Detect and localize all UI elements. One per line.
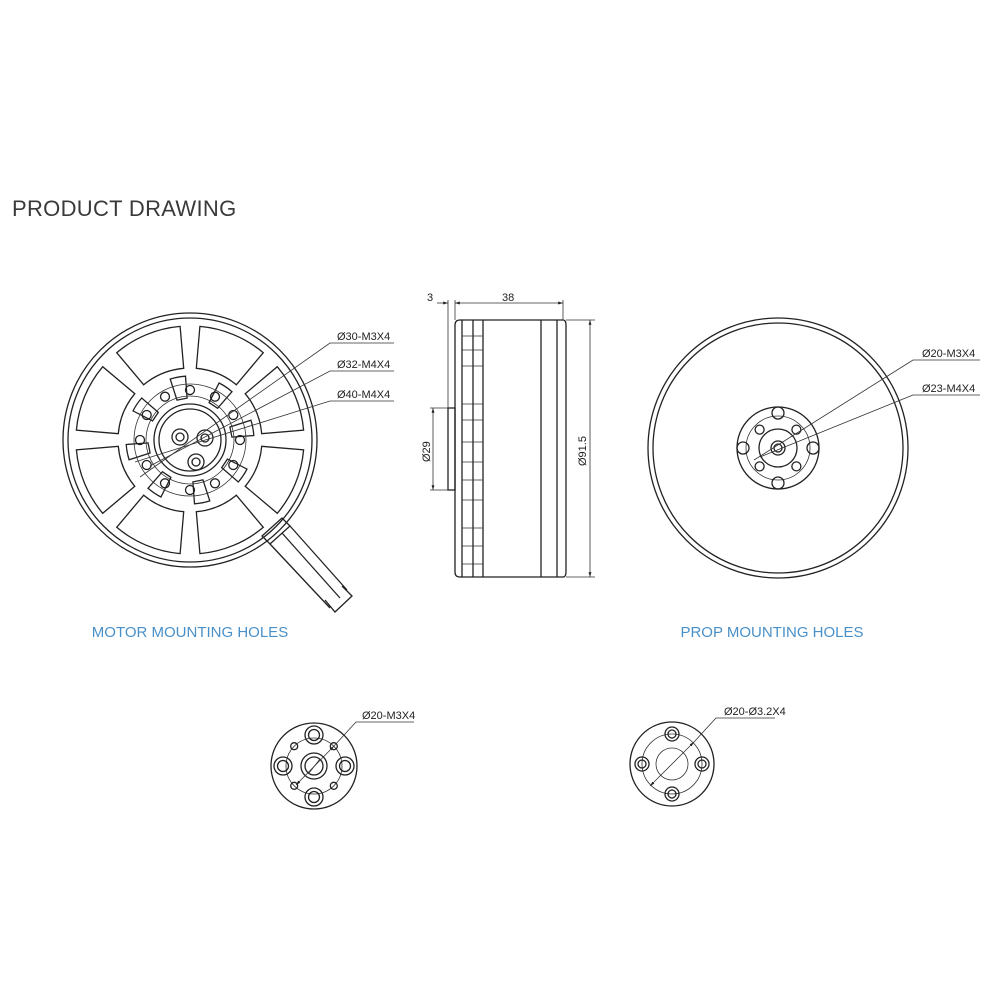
- dim-shaft: Ø29: [421, 441, 433, 462]
- motor-bottom-view: Ø30-M3X4 Ø32-M4X4 Ø40-M4X4: [62, 312, 394, 613]
- hole: [637, 759, 647, 769]
- window: [195, 325, 265, 386]
- hole: [771, 406, 785, 420]
- page-title: PRODUCT DRAWING: [12, 196, 237, 221]
- window: [75, 445, 136, 515]
- window: [132, 397, 160, 422]
- motor-top-view: Ø20-M3X4 Ø23-M4X4: [647, 317, 980, 579]
- hole: [304, 787, 324, 807]
- lead-wires: [261, 517, 353, 613]
- hole: [304, 725, 324, 745]
- hole: [771, 476, 785, 490]
- hole: [209, 478, 221, 489]
- bottom-label-32: Ø32-M4X4: [337, 359, 390, 371]
- window: [115, 325, 185, 386]
- hole: [664, 786, 680, 802]
- window: [220, 458, 248, 483]
- motor-mounting-holes-caption: MOTOR MOUNTING HOLES: [91, 624, 289, 641]
- hole: [754, 424, 765, 435]
- hole: [234, 434, 246, 446]
- hole: [141, 459, 152, 471]
- bottom-label-40: Ø40-M4X4: [337, 389, 390, 401]
- window: [75, 365, 136, 435]
- prop-mounting-holes-caption: PROP MOUNTING HOLES: [680, 624, 864, 641]
- hole: [806, 441, 820, 455]
- window: [244, 445, 305, 515]
- motor-side-view: 3 38 Ø29 Ø91.5: [421, 292, 595, 578]
- hole: [335, 756, 355, 776]
- hole: [276, 759, 290, 773]
- hole: [307, 790, 321, 804]
- hole: [184, 484, 196, 496]
- hole: [791, 424, 802, 435]
- motor-mounting-holes-detail: Ø20-M3X4: [270, 710, 415, 810]
- hole: [736, 441, 750, 455]
- prop-holes-label: Ø20-Ø3.2X4: [724, 706, 786, 718]
- motor-holes-label: Ø20-M3X4: [362, 710, 415, 722]
- hole: [159, 391, 171, 402]
- hole: [134, 434, 146, 446]
- hole: [694, 756, 710, 772]
- hole: [228, 409, 239, 421]
- hole: [228, 459, 239, 471]
- dim-length: 38: [502, 292, 514, 304]
- prop-mounting-holes-detail: Ø20-Ø3.2X4: [629, 706, 786, 807]
- bottom-label-30: Ø30-M3X4: [337, 331, 390, 343]
- hole: [754, 461, 765, 472]
- hole: [290, 781, 299, 790]
- hole: [184, 384, 196, 396]
- hole: [141, 409, 152, 421]
- hole: [634, 756, 650, 772]
- window: [147, 470, 172, 498]
- hole: [307, 728, 321, 742]
- hole: [697, 759, 707, 769]
- top-label-20: Ø20-M3X4: [922, 348, 975, 360]
- window: [244, 365, 305, 435]
- hole: [273, 756, 293, 776]
- dim-flange: 3: [427, 292, 433, 304]
- window: [195, 494, 265, 555]
- hole: [338, 759, 352, 773]
- window: [115, 494, 185, 555]
- dim-diameter: Ø91.5: [577, 436, 589, 466]
- hole: [791, 461, 802, 472]
- hole: [159, 478, 171, 489]
- hole: [667, 789, 677, 799]
- window: [208, 382, 233, 410]
- hole: [209, 391, 221, 402]
- top-label-23: Ø23-M4X4: [922, 383, 975, 395]
- hole: [667, 729, 677, 739]
- hole: [664, 726, 680, 742]
